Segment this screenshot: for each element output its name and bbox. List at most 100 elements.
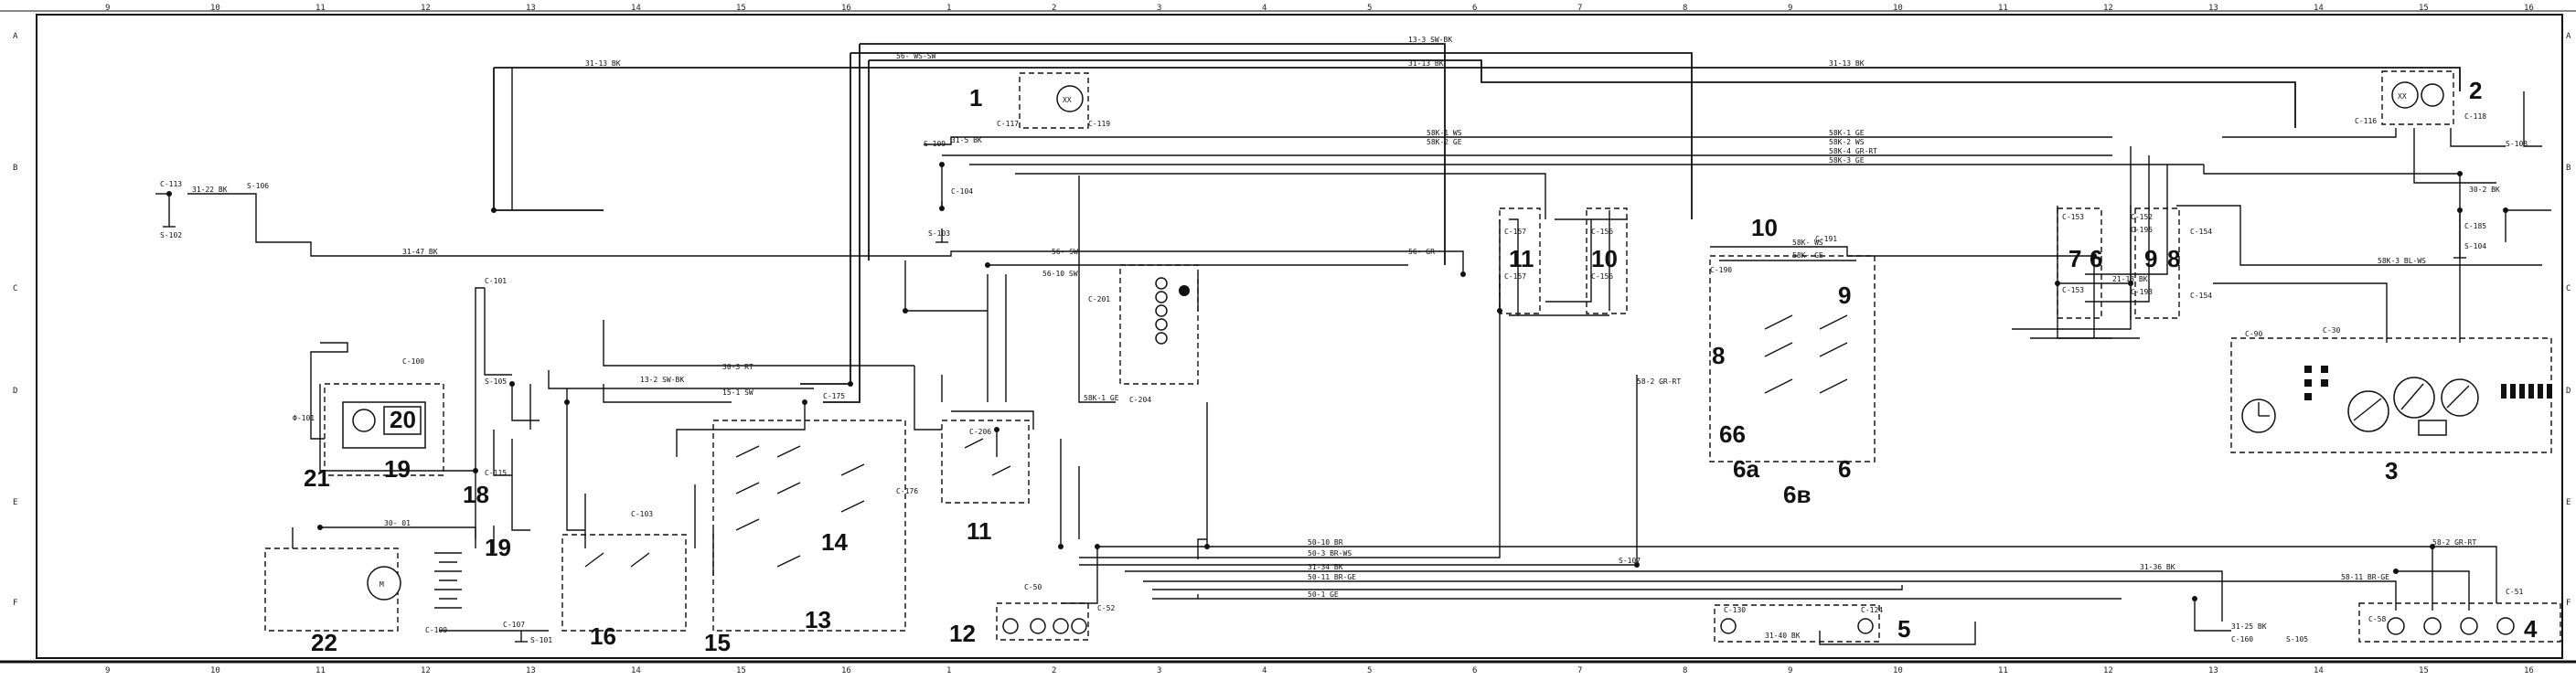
grid-column-label: 9	[105, 4, 110, 13]
wire	[2085, 155, 2150, 303]
grid-column-label: 5	[1367, 4, 1372, 13]
component-numbers: 1 2 3 4 5 6 6a 6в 66 7 8 9 10 11 10 9 8 …	[304, 77, 2538, 656]
grid-column-label: 8	[1683, 666, 1687, 675]
wire	[2523, 91, 2542, 147]
lamp-icon	[1056, 85, 1084, 112]
wire	[494, 67, 2461, 91]
grid-column-label: 6	[1472, 4, 1477, 13]
grid-column-label: 13	[526, 666, 536, 675]
component-label: 19	[384, 455, 411, 483]
wire	[1125, 570, 2223, 622]
wire-label: 31-22 BK	[192, 186, 228, 194]
component-16-boundary	[561, 534, 687, 632]
lamp-array-icon	[2304, 366, 2328, 400]
component-label: 10	[1591, 245, 1618, 272]
connector-label: C-193	[2131, 288, 2153, 296]
wire	[603, 320, 914, 367]
connector-label: S-104	[2464, 242, 2486, 250]
connector-label: C-119	[1088, 120, 1110, 128]
connector-label: C-52	[1097, 604, 1115, 612]
wire	[878, 250, 1464, 274]
grid-column-label: 4	[1262, 4, 1267, 13]
grid-column-label: 11	[315, 4, 326, 13]
grid-row-label: B	[2566, 164, 2571, 173]
wire-label: 21-13 BK	[2112, 275, 2148, 283]
grid-labels-left: A B C D E F	[13, 32, 18, 608]
svg-text:M: M	[379, 580, 384, 589]
junction-dot	[2091, 253, 2097, 259]
wire-label: 58-11 BR-GE	[2341, 573, 2389, 581]
switch-contacts-icon	[735, 445, 865, 568]
junction-dot	[1497, 308, 1502, 314]
component-label: 19	[485, 534, 511, 561]
junction-dot	[939, 206, 945, 211]
grid-row-label: F	[2566, 599, 2571, 608]
label-box	[383, 406, 422, 435]
junction-dot	[564, 399, 570, 405]
wire-label: 15-1 SW	[722, 388, 754, 397]
grid-column-label: 9	[1788, 666, 1792, 675]
grid-row-label: E	[13, 498, 17, 507]
wire	[511, 439, 530, 531]
ground-icon	[935, 229, 948, 243]
wire	[484, 311, 512, 376]
grid-column-label: 7	[1577, 666, 1582, 675]
grid-column-label: 8	[1683, 4, 1687, 13]
switch-stack-icon	[1155, 277, 1190, 345]
wire	[566, 402, 585, 531]
junction-dot	[473, 468, 478, 473]
wire	[2176, 205, 2542, 266]
wire	[1509, 218, 1519, 315]
grid-column-label: 1	[946, 666, 951, 675]
wire	[1015, 173, 1546, 219]
component-label: 16	[590, 622, 616, 650]
connector-label: C-50	[1024, 583, 1042, 591]
connector-label: S-105	[2286, 635, 2308, 643]
component-label: 13	[805, 606, 831, 633]
junction-dot	[2457, 207, 2463, 213]
connector-label: C-175	[823, 392, 845, 400]
connector-label: C-109	[425, 626, 447, 634]
connector-label: C-160	[2231, 635, 2253, 643]
component-label: 18	[463, 481, 489, 508]
grid-column-label: 15	[2419, 666, 2429, 675]
frame	[0, 10, 2576, 664]
wire-label: 13-2 SW-BK	[640, 376, 684, 384]
connector-label: S-107	[1619, 557, 1641, 565]
connector-label: S-101	[530, 636, 552, 644]
component-label: 1	[969, 84, 982, 112]
lamp-icon	[2421, 83, 2444, 107]
grid-column-label: 15	[736, 666, 746, 675]
wire	[924, 136, 2112, 145]
connector-label: C-204	[1129, 396, 1151, 404]
grid-column-label: 13	[2208, 4, 2218, 13]
lamp-icon	[2387, 617, 2405, 635]
wire	[1710, 246, 2094, 257]
connector-label: C-118	[2464, 112, 2486, 121]
wire-label: 58K-3 GE	[1829, 156, 1865, 165]
grid-column-label: 12	[421, 666, 431, 675]
grid-column-label: 12	[2103, 4, 2113, 13]
grid-column-label: 16	[841, 666, 851, 675]
wires	[155, 43, 2551, 645]
wire-label: 58K- WS	[1792, 239, 1823, 247]
wire	[319, 384, 476, 472]
component-label: 66	[1719, 420, 1746, 448]
connector-label: C-90	[2245, 330, 2262, 338]
component-label: 9	[2144, 245, 2157, 272]
wire	[475, 287, 485, 334]
wire	[676, 402, 806, 457]
wire-label: 31-13 BK	[1829, 59, 1865, 68]
wire	[1152, 585, 1903, 590]
junction-dot	[1095, 544, 1100, 549]
wire	[1819, 622, 1976, 645]
connector-label: C-153	[2062, 286, 2084, 294]
component-label: 5	[1897, 615, 1910, 643]
switch-contacts-icon	[964, 438, 1011, 476]
grid-row-label: F	[13, 599, 17, 608]
grid-row-label: D	[13, 387, 17, 396]
component-label: 6	[2090, 245, 2102, 272]
connector-label: C-157	[1504, 228, 1526, 236]
wire	[1143, 580, 2397, 611]
grid-row-label: C	[2566, 284, 2571, 293]
